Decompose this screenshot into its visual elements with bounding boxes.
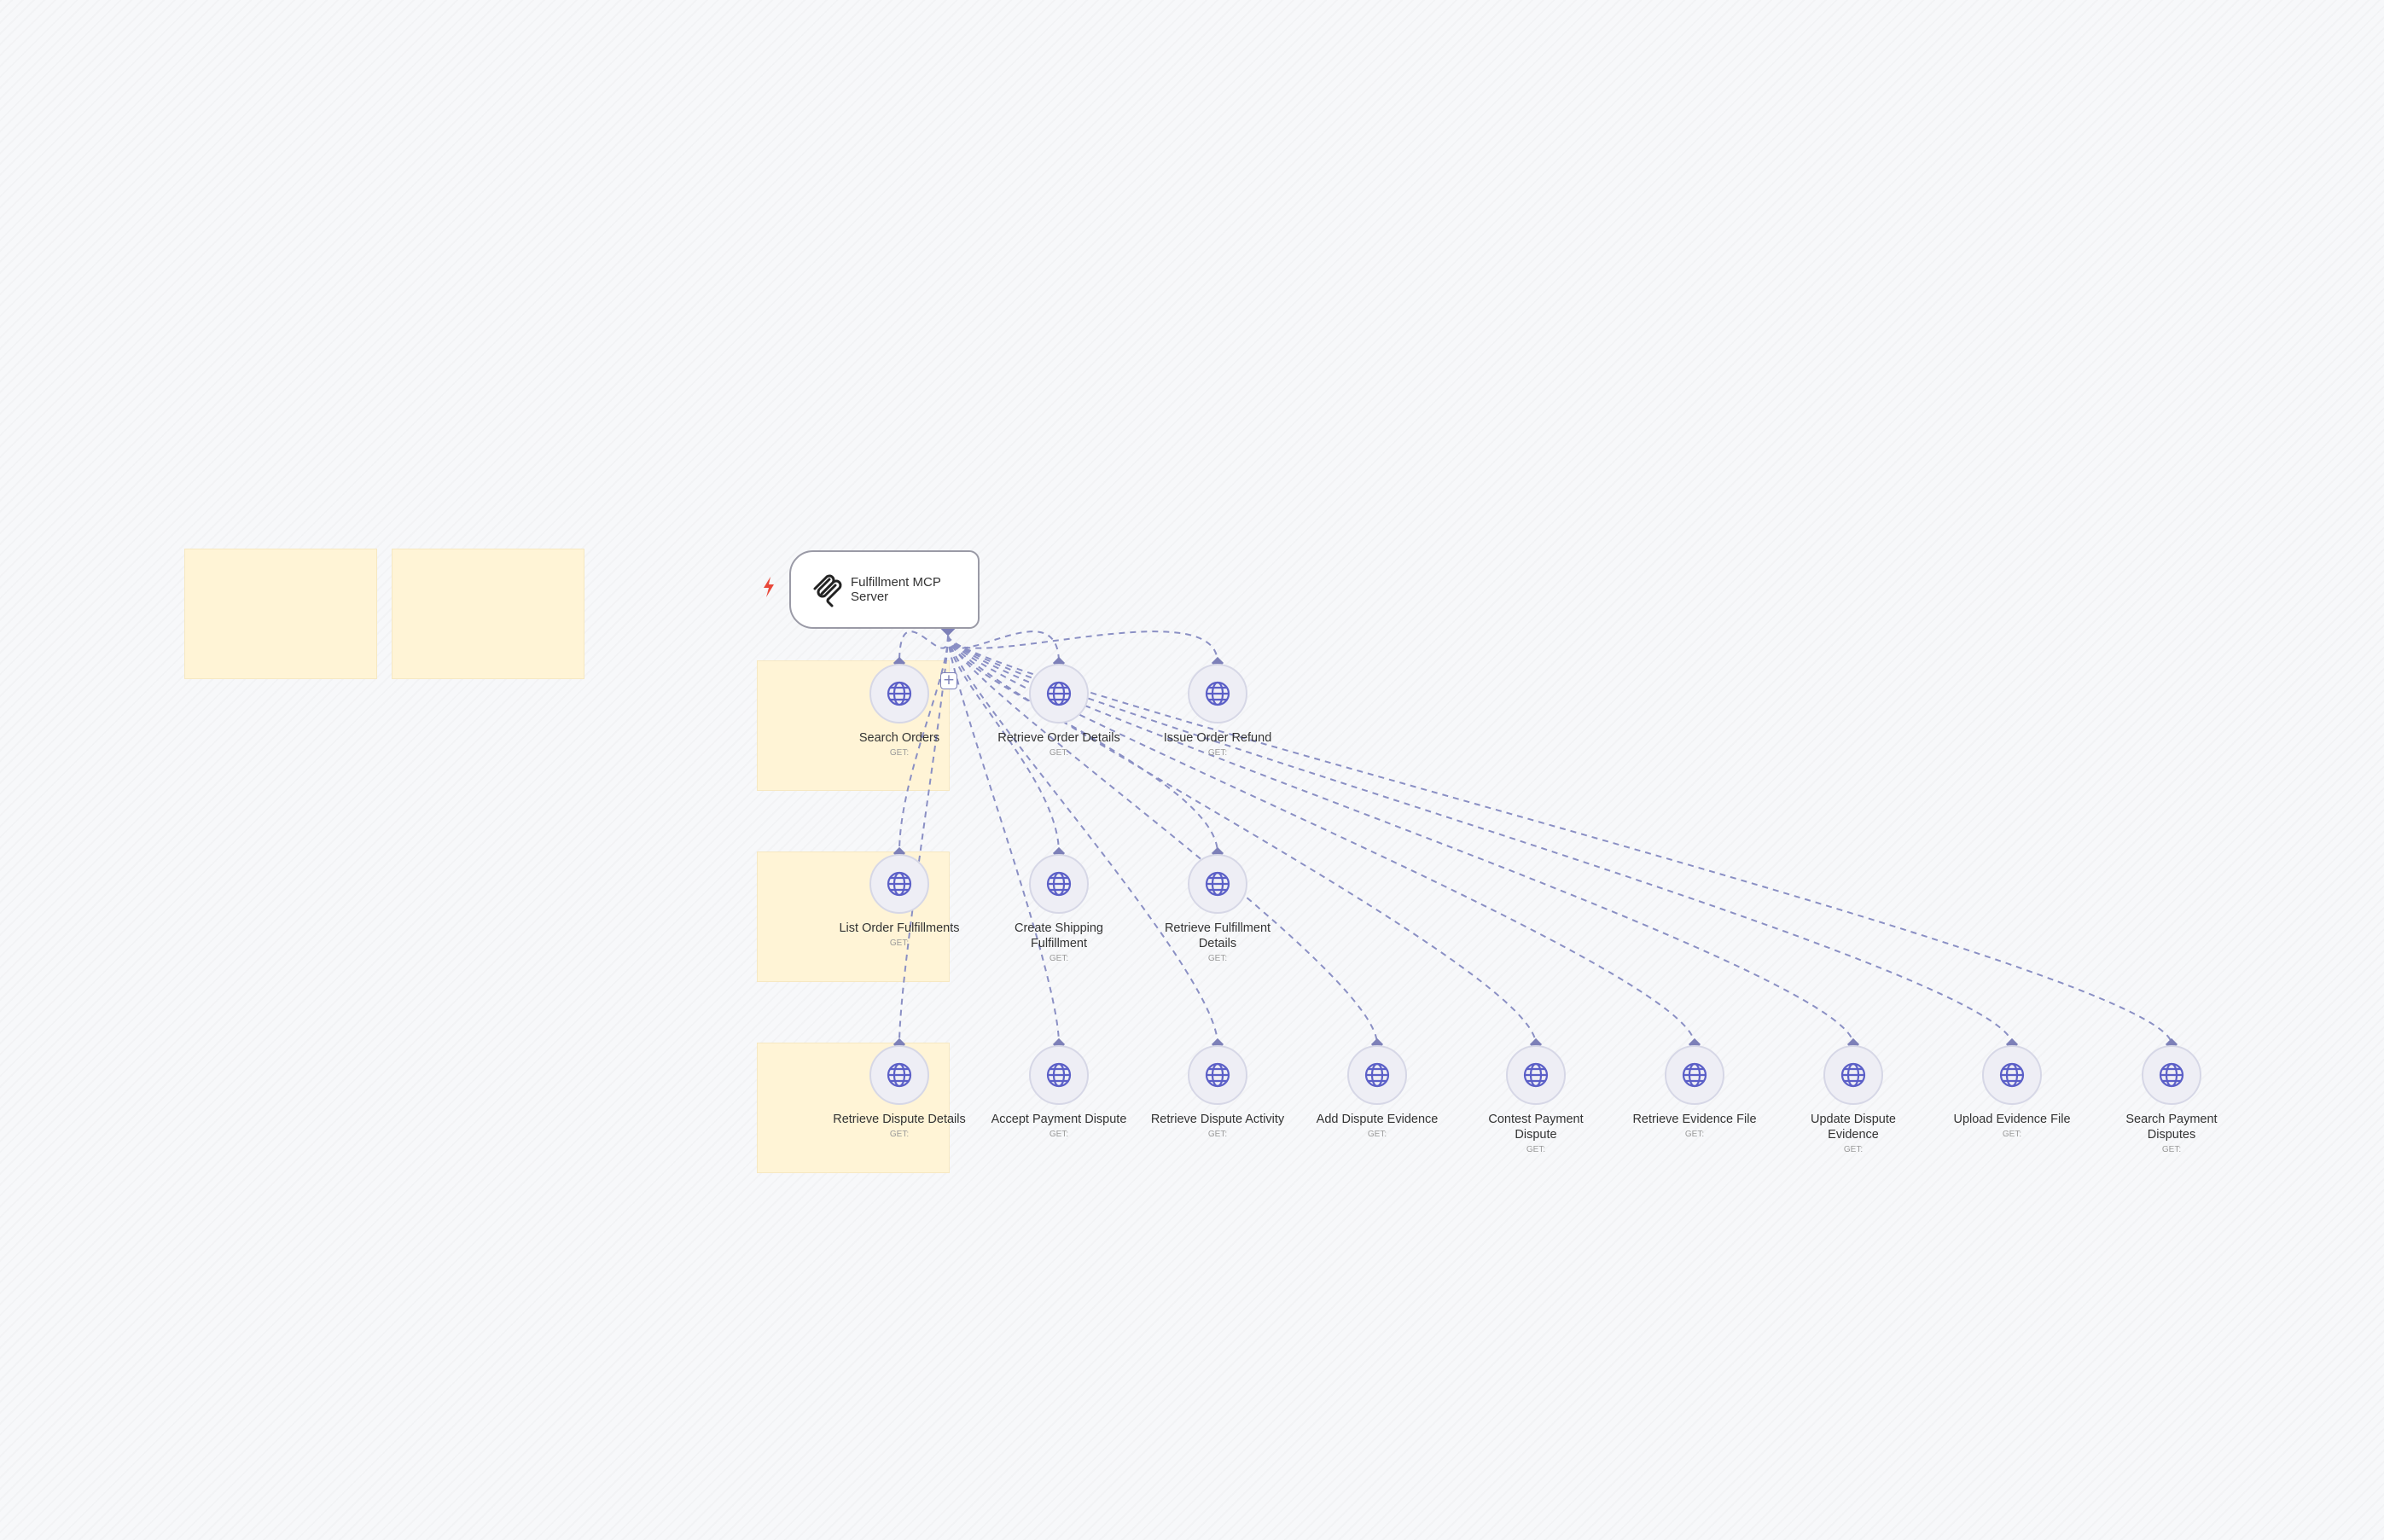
tool-name: Retrieve Order Details: [997, 731, 1120, 745]
tool-circle[interactable]: [869, 1045, 929, 1105]
tool-circle[interactable]: [1188, 664, 1247, 724]
globe-icon: [1205, 1062, 1230, 1088]
globe-icon: [1046, 871, 1072, 897]
sticky-note[interactable]: [184, 549, 377, 679]
globe-icon: [1682, 1062, 1707, 1088]
tool-name: Retrieve Evidence File: [1632, 1113, 1757, 1126]
tool-name: Upload Evidence File: [1953, 1113, 2071, 1126]
tool-circle[interactable]: [869, 664, 929, 724]
globe-icon: [887, 871, 912, 897]
tool-method: GET:: [1049, 1130, 1069, 1139]
trigger-label: Fulfillment MCP Server: [851, 575, 941, 604]
globe-icon: [1205, 681, 1230, 706]
globe-icon: [1840, 1062, 1866, 1088]
tool-method: GET:: [1207, 954, 1228, 963]
tool-circle[interactable]: [1029, 854, 1089, 914]
tool-name: Retrieve Dispute Activity: [1150, 1113, 1285, 1126]
tool-method: GET:: [1207, 1130, 1228, 1139]
tool-method: GET:: [2002, 1130, 2022, 1139]
tool-circle[interactable]: [1982, 1045, 2042, 1105]
tool-name: Issue Order Refund: [1163, 731, 1272, 745]
connection-line: [898, 631, 949, 664]
tool-name: Create Shipping Fulfillment: [1015, 921, 1103, 950]
tool-name: List Order Fulfillments: [839, 921, 960, 935]
tool-circle[interactable]: [2142, 1045, 2201, 1105]
tool-name: Accept Payment Dispute: [991, 1113, 1127, 1126]
tool-name: Retrieve Fulfillment Details: [1164, 921, 1271, 950]
tool-circle[interactable]: [869, 854, 929, 914]
tool-method: GET:: [889, 748, 910, 758]
tool-name: Search Orders: [858, 731, 940, 745]
tool-name: Update Dispute Evidence: [1811, 1113, 1896, 1142]
tool-circle[interactable]: [1665, 1045, 1724, 1105]
globe-icon: [1205, 871, 1230, 897]
globe-icon: [887, 1062, 912, 1088]
tool-name: Add Dispute Evidence: [1316, 1113, 1439, 1126]
tool-method: GET:: [1207, 748, 1228, 758]
tool-method: GET:: [1526, 1145, 1546, 1154]
tool-method: GET:: [1049, 954, 1069, 963]
tool-method: GET:: [889, 939, 910, 948]
tool-circle[interactable]: [1029, 1045, 1089, 1105]
tool-name: Contest Payment Dispute: [1488, 1113, 1584, 1142]
tool-circle[interactable]: [1188, 1045, 1247, 1105]
tool-circle[interactable]: [1823, 1045, 1883, 1105]
globe-icon: [1364, 1062, 1390, 1088]
tool-circle[interactable]: [1506, 1045, 1566, 1105]
globe-icon: [1523, 1062, 1549, 1088]
globe-icon: [2159, 1062, 2184, 1088]
tool-name: Retrieve Dispute Details: [833, 1113, 966, 1126]
lightning-bolt-icon: [764, 577, 774, 597]
tool-method: GET:: [889, 1130, 910, 1139]
globe-icon: [1046, 681, 1072, 706]
tool-circle[interactable]: [1188, 854, 1247, 914]
tool-name: Search Payment Disputes: [2125, 1113, 2218, 1142]
globe-icon: [1999, 1062, 2025, 1088]
mcp-trigger-node[interactable]: Fulfillment MCP Server: [789, 550, 980, 629]
connection-line: [947, 631, 1218, 664]
globe-icon: [1046, 1062, 1072, 1088]
sticky-note[interactable]: [392, 549, 584, 679]
tool-method: GET:: [1684, 1130, 1705, 1139]
globe-icon: [887, 681, 912, 706]
tool-method: GET:: [1367, 1130, 1387, 1139]
tool-method: GET:: [2161, 1145, 2182, 1154]
tool-method: GET:: [1049, 748, 1069, 758]
mcp-icon: [813, 574, 842, 607]
tool-circle[interactable]: [1347, 1045, 1407, 1105]
add-tool-button[interactable]: +: [940, 672, 957, 689]
connection-line: [947, 631, 1060, 664]
tool-method: GET:: [1843, 1145, 1864, 1154]
tool-circle[interactable]: [1029, 664, 1089, 724]
